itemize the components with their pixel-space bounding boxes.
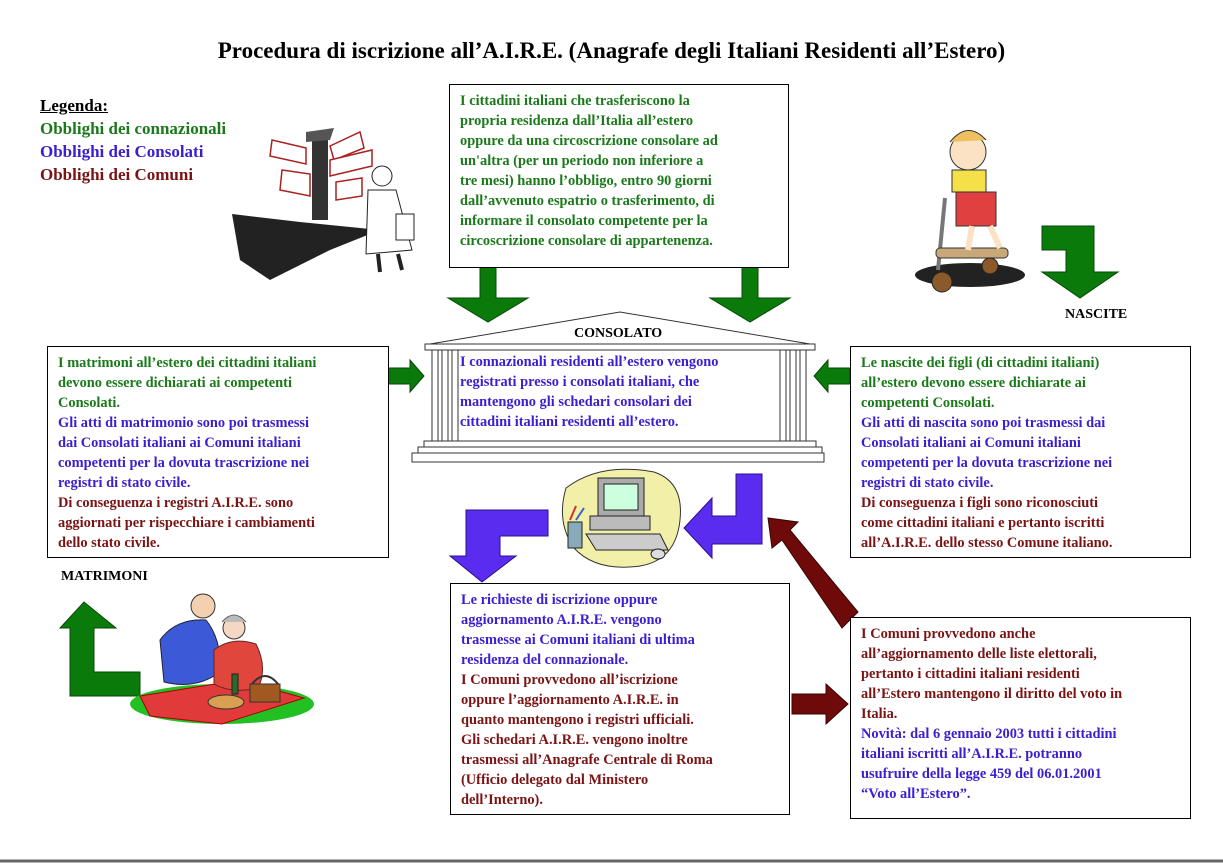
box-line: devono essere dichiarati ai competenti <box>58 375 292 391</box>
box-line: Le nascite dei figli (di cittadini itali… <box>861 355 1100 371</box>
arrow-nascite-icon <box>1040 225 1120 299</box>
computer-icon <box>561 468 681 568</box>
box-line: Gli schedari A.I.R.E. vengono inoltre <box>461 732 688 748</box>
box-line: registri di stato civile. <box>58 475 191 491</box>
box-line: un'altra (per un periodo non inferiore a <box>460 153 704 169</box>
child-scooter-icon <box>915 130 1025 293</box>
consolato-text: I connazionali residenti all’estero veng… <box>460 352 778 432</box>
box-line: I cittadini italiani che trasferiscono l… <box>460 93 690 109</box>
consolato-line: cittadini italiani residenti all’estero. <box>460 414 679 430</box>
box-line: trasmessi all’Anagrafe Centrale di Roma <box>461 752 713 768</box>
box-line: dell’Interno). <box>461 792 543 808</box>
box-line: oppure l’aggiornamento A.I.R.E. in <box>461 692 679 708</box>
box-line: all’A.I.R.E. dello stesso Comune italian… <box>861 535 1113 551</box>
arrow-blue-down-icon <box>448 509 549 583</box>
box-richieste: Le richieste di iscrizione oppure aggior… <box>450 583 790 815</box>
box-line: residenza del connazionale. <box>461 652 629 668</box>
signpost-man-icon <box>232 128 415 280</box>
box-line: competenti per la dovuta trascrizione ne… <box>861 455 1113 471</box>
nascite-label: NASCITE <box>1065 307 1128 322</box>
matrimoni-label: MATRIMONI <box>61 569 148 584</box>
box-connazionali-obblighi: I cittadini italiani che trasferiscono l… <box>449 84 789 268</box>
arrow-down-left-icon <box>446 261 530 323</box>
box-matrimoni: I matrimoni all’estero dei cittadini ita… <box>47 346 389 558</box>
box-line: Italia. <box>861 706 898 722</box>
box-line: I matrimoni all’estero dei cittadini ita… <box>58 355 317 371</box>
box-line: Consolati. <box>58 395 120 411</box>
box-line: I Comuni provvedono all’iscrizione <box>461 672 678 688</box>
box-line: dai Consolati italiani ai Comuni italian… <box>58 435 301 451</box>
arrow-left-nascite-icon <box>813 358 851 394</box>
legend-item-connazionali: Obblighi dei connazionali <box>40 119 227 138</box>
box-line: quanto mantengono i registri ufficiali. <box>461 712 694 728</box>
arrow-red-up-icon <box>767 517 859 629</box>
box-line: (Ufficio delegato dal Ministero <box>461 772 649 788</box>
box-line: all’Estero mantengono il diritto del vot… <box>861 686 1123 702</box>
box-line: registri di stato civile. <box>861 475 994 491</box>
box-line: circoscrizione consolare di appartenenza… <box>460 233 713 249</box>
box-line: Di conseguenza i figli sono riconosciuti <box>861 495 1099 511</box>
page-title: Procedura di iscrizione all’A.I.R.E. (An… <box>217 38 1006 63</box>
consolato-building-icon <box>411 311 825 463</box>
arrow-right-matrimoni-icon <box>387 358 425 394</box>
box-line: “Voto all’Estero”. <box>861 786 971 802</box>
box-line: Le richieste di iscrizione oppure <box>461 592 658 608</box>
arrow-matrimoni-icon <box>58 601 141 697</box>
consolato-line: I connazionali residenti all’estero veng… <box>460 354 719 370</box>
box-comuni: I Comuni provvedono anche all’aggiorname… <box>850 617 1191 819</box>
box-line: Novità: dal 6 gennaio 2003 tutti i citta… <box>861 726 1117 742</box>
box-line: dello stato civile. <box>58 535 160 551</box>
box-line: tre mesi) hanno l’obbligo, entro 90 gior… <box>460 173 712 189</box>
arrow-down-right-icon <box>708 261 792 323</box>
consolato-line: mantengono gli schedari consolari dei <box>460 394 692 410</box>
arrow-red-right-icon <box>791 682 849 726</box>
box-line: usufruire della legge 459 del 06.01.2001 <box>861 766 1102 782</box>
box-line: trasmesse ai Comuni italiani di ultima <box>461 632 695 648</box>
box-line: aggiornamento A.I.R.E. vengono <box>461 612 662 628</box>
couple-picnic-icon <box>130 593 314 725</box>
box-line: I Comuni provvedono anche <box>861 626 1036 642</box>
box-line: dall’avvenuto espatrio o trasferimento, … <box>460 193 715 209</box>
box-line: aggiornati per rispecchiare i cambiament… <box>58 515 315 531</box>
consolato-line: registrati presso i consolati italiani, … <box>460 374 700 390</box>
box-line: competenti per la dovuta trascrizione ne… <box>58 455 310 471</box>
box-line: propria residenza dall’Italia all’estero <box>460 113 694 129</box>
box-line: italiani iscritti all’A.I.R.E. potranno <box>861 746 1083 762</box>
box-line: all’estero devono essere dichiarate ai <box>861 375 1086 391</box>
box-line: informare il consolato competente per la <box>460 213 708 229</box>
box-nascite: Le nascite dei figli (di cittadini itali… <box>850 346 1191 558</box>
consolato-label: CONSOLATO <box>574 326 663 341</box>
box-line: come cittadini italiani e pertanto iscri… <box>861 515 1105 531</box>
legend-item-consolati: Obblighi dei Consolati <box>40 142 204 161</box>
box-line: pertanto i cittadini italiani residenti <box>861 666 1080 682</box>
box-line: oppure da una circoscrizione consolare a… <box>460 133 718 149</box>
legend-heading: Legenda: <box>40 96 108 115</box>
legend-item-comuni: Obblighi dei Comuni <box>40 165 194 184</box>
box-line: Gli atti di nascita sono poi trasmessi d… <box>861 415 1106 431</box>
box-line: all’aggiornamento delle liste elettorali… <box>861 646 1097 662</box>
box-line: Di conseguenza i registri A.I.R.E. sono <box>58 495 294 511</box>
box-line: Gli atti di matrimonio sono poi trasmess… <box>58 415 310 431</box>
box-line: competenti Consolati. <box>861 395 995 411</box>
box-line: Consolati italiani ai Comuni italiani <box>861 435 1081 451</box>
legend: Legenda: Obblighi dei connazionali Obbli… <box>40 94 226 186</box>
arrow-blue-left-icon <box>683 473 763 560</box>
